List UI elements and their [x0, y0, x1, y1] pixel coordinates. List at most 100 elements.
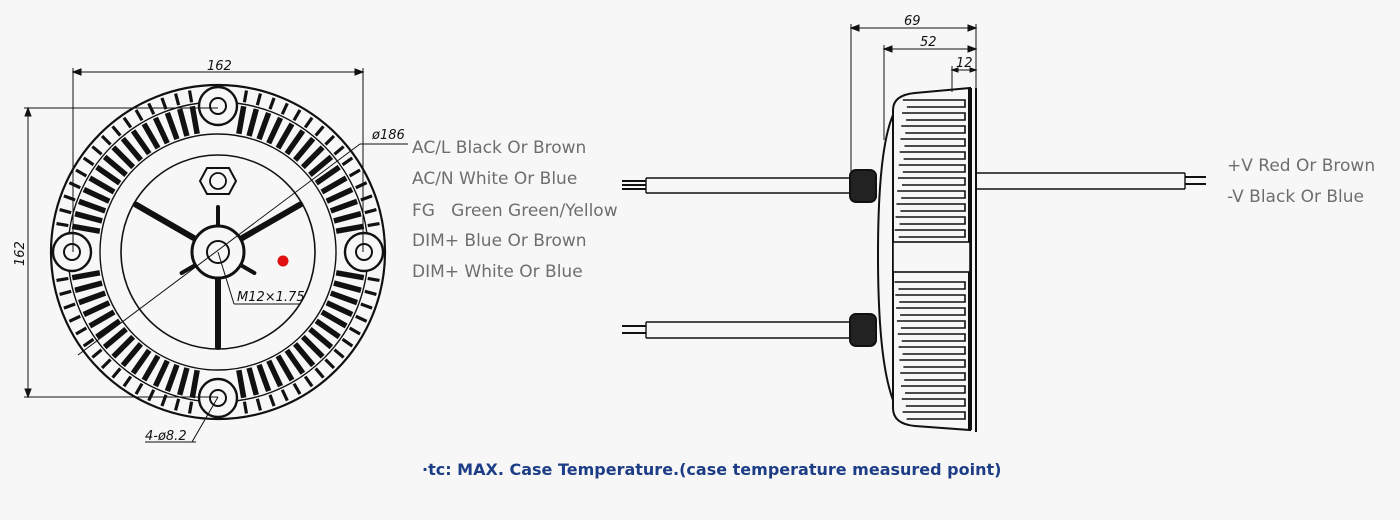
fin: [284, 348, 306, 375]
fin: [300, 145, 325, 170]
fin-outer: [348, 168, 361, 178]
fin: [236, 105, 247, 135]
fin: [71, 223, 101, 234]
fin-outer: [82, 156, 95, 167]
input-cable-bottom: [622, 321, 850, 339]
cable-gland-core: [209, 172, 227, 190]
fin-outer: [324, 134, 336, 146]
fin: [333, 280, 362, 293]
mounting-lug: [343, 231, 385, 273]
fin-outer: [59, 208, 72, 215]
fin: [335, 223, 365, 234]
fin-outer: [333, 145, 345, 156]
fin-outer: [303, 116, 314, 129]
fin: [141, 122, 161, 150]
fin-inner-ring: [99, 133, 337, 371]
fin-outer: [75, 326, 88, 336]
fin-outer: [242, 90, 249, 103]
fin: [333, 211, 362, 224]
output-wire-label-neg: -V Black Or Blue: [1227, 187, 1364, 207]
fin: [335, 270, 365, 281]
output-cable: [976, 172, 1206, 190]
fin-outer: [147, 102, 156, 115]
mounting-lug: [197, 377, 239, 419]
fin-outer: [364, 289, 377, 296]
side-dimensions: [849, 24, 978, 175]
fin-outer: [111, 367, 122, 379]
input-wire-label-dim-blue: DIM+ Blue Or Brown: [412, 231, 587, 251]
fin-outer: [63, 302, 76, 310]
side-fin: [895, 216, 966, 225]
fin-outer: [56, 221, 69, 228]
side-fin: [899, 151, 966, 160]
fin-outer: [364, 208, 377, 215]
fin: [293, 136, 316, 162]
fin: [189, 105, 200, 135]
fin-outer: [255, 398, 262, 411]
input-wire-label-acl: AC/L Black Or Brown: [412, 138, 587, 158]
fin-outer: [280, 102, 289, 115]
side-fin: [902, 99, 966, 108]
fin: [141, 354, 161, 382]
side-front-dome: [876, 114, 894, 401]
fin-outer: [122, 375, 133, 388]
fin: [82, 186, 111, 204]
fin-outer: [91, 348, 103, 359]
fin-outer: [174, 398, 181, 411]
output-wire-label-pos: +V Red Or Brown: [1227, 156, 1376, 176]
side-fin: [900, 138, 966, 147]
fin-outer: [324, 358, 336, 370]
tc-measure-point: [277, 255, 289, 267]
fin: [71, 270, 101, 281]
side-fin: [897, 190, 966, 199]
fin-outer: [268, 394, 276, 407]
fin-outer: [341, 156, 354, 167]
spoke-short: [179, 263, 198, 275]
fin: [256, 363, 272, 393]
fin-outer: [355, 314, 368, 323]
fin: [300, 334, 325, 359]
center-spokes: [132, 201, 304, 350]
dim-flange-12: 12: [956, 56, 973, 71]
mounting-lug: [51, 231, 93, 273]
fin: [325, 186, 354, 204]
mounting-lugs: [51, 85, 385, 419]
fin: [177, 108, 190, 137]
fin-outer: [59, 289, 72, 296]
fin-outer: [367, 276, 380, 283]
fin-outer: [242, 401, 249, 414]
fin: [111, 334, 136, 359]
fin: [314, 318, 341, 340]
fin-outer: [314, 125, 325, 137]
fin: [275, 354, 295, 382]
input-cable-top: [622, 177, 850, 194]
footnote-tc: ·tc: MAX. Case Temperature.(case tempera…: [422, 460, 1002, 479]
fin: [320, 309, 348, 329]
fin-outer: [348, 326, 361, 336]
side-fin: [901, 125, 966, 134]
front-dimensions: [24, 68, 408, 443]
fin: [246, 367, 259, 396]
fin: [266, 116, 284, 145]
fin-outer: [75, 168, 88, 178]
mounting-lug: [197, 85, 239, 127]
fin: [329, 198, 359, 214]
fin-outer: [160, 97, 168, 110]
dim-diameter-186: ø186: [371, 128, 405, 143]
side-fin: [896, 307, 966, 316]
side-fin: [898, 346, 966, 355]
side-fin: [896, 320, 966, 329]
fin: [111, 145, 136, 170]
fin-outer: [355, 181, 368, 190]
mounting-hole: [209, 389, 227, 407]
cable-gland-bottom: [849, 313, 877, 347]
side-fin: [897, 333, 966, 342]
fin-outer: [255, 93, 262, 106]
fin: [246, 108, 259, 137]
fin: [74, 211, 103, 224]
fin: [95, 164, 122, 186]
dim-body-52: 52: [920, 35, 937, 50]
fin-outer: [134, 109, 144, 122]
heatsink-fins: [56, 90, 380, 414]
